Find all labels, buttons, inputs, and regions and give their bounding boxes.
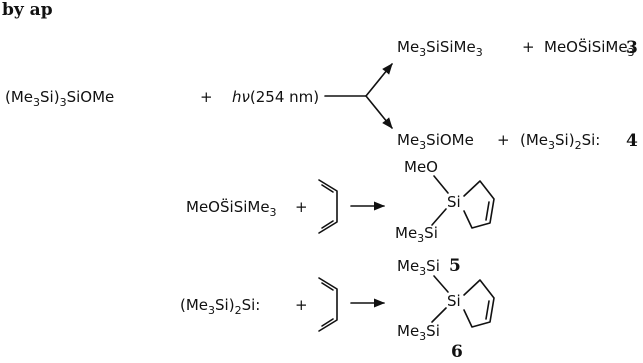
reaction-2: MeOS̈iSiMe3 + MeO Si Me3Si 5 xyxy=(186,158,495,276)
silyl-bond xyxy=(431,307,447,323)
trimethylsilyl-label: Me3Si xyxy=(397,322,440,343)
silacyclopentene-ring xyxy=(463,279,495,328)
product-hexamethyldisilane: Me3SiSiMe3 xyxy=(397,38,483,59)
methoxy-bond xyxy=(433,175,449,194)
header-fragment: by ap xyxy=(2,0,53,20)
silyl-bond xyxy=(431,208,447,226)
light-energy: hν(254 nm) xyxy=(232,88,319,106)
butadiene-double-bond xyxy=(321,318,334,327)
lower-arrow xyxy=(365,95,393,129)
trimethylsilyl-label: Me3Si xyxy=(397,257,440,278)
silyl-bond xyxy=(433,275,449,293)
plus-sign: + xyxy=(522,38,535,56)
plus-sign: + xyxy=(295,198,308,216)
butadiene-double-bond xyxy=(321,184,334,193)
butadiene-skeleton xyxy=(318,277,338,332)
reaction-1: (Me3Si)3SiOMe + hν(254 nm) Me3SiSiMe3 + … xyxy=(5,37,638,152)
butadiene-double-bond xyxy=(321,282,334,291)
methoxy-label: MeO xyxy=(404,158,438,176)
butadiene-double-bond xyxy=(321,220,334,229)
compound-number-6: 6 xyxy=(451,342,463,362)
reactant-tris-silyl-methoxysilane: (Me3Si)3SiOMe xyxy=(5,88,114,109)
plus-sign: + xyxy=(200,88,213,106)
reaction-3: (Me3Si)2Si: + Me3Si Si Me3Si 6 xyxy=(180,257,495,362)
upper-arrow xyxy=(365,63,393,97)
compound-number-3: 3 xyxy=(626,38,638,58)
product-methoxy-silylene: MeOS̈iSiMe3 xyxy=(544,37,635,59)
plus-sign: + xyxy=(295,296,308,314)
product-bis-silyl-silylene: (Me3Si)2Si: xyxy=(520,131,600,152)
butadiene-skeleton xyxy=(318,179,338,234)
reactant-methoxy-silylene: MeOS̈iSiMe3 xyxy=(186,197,277,219)
plus-sign: + xyxy=(497,131,510,149)
compound-number-5: 5 xyxy=(449,256,461,276)
silacyclopentene-ring xyxy=(463,180,495,229)
ring-silicon-label: Si xyxy=(447,292,461,310)
ring-double-bond xyxy=(485,201,490,221)
compound-number-4: 4 xyxy=(626,131,638,151)
product-methoxytrimethylsilane: Me3SiOMe xyxy=(397,131,474,152)
trimethylsilyl-label: Me3Si xyxy=(395,224,438,245)
ring-silicon-label: Si xyxy=(447,193,461,211)
reactant-bis-silyl-silylene: (Me3Si)2Si: xyxy=(180,296,260,317)
ring-double-bond xyxy=(485,300,490,320)
